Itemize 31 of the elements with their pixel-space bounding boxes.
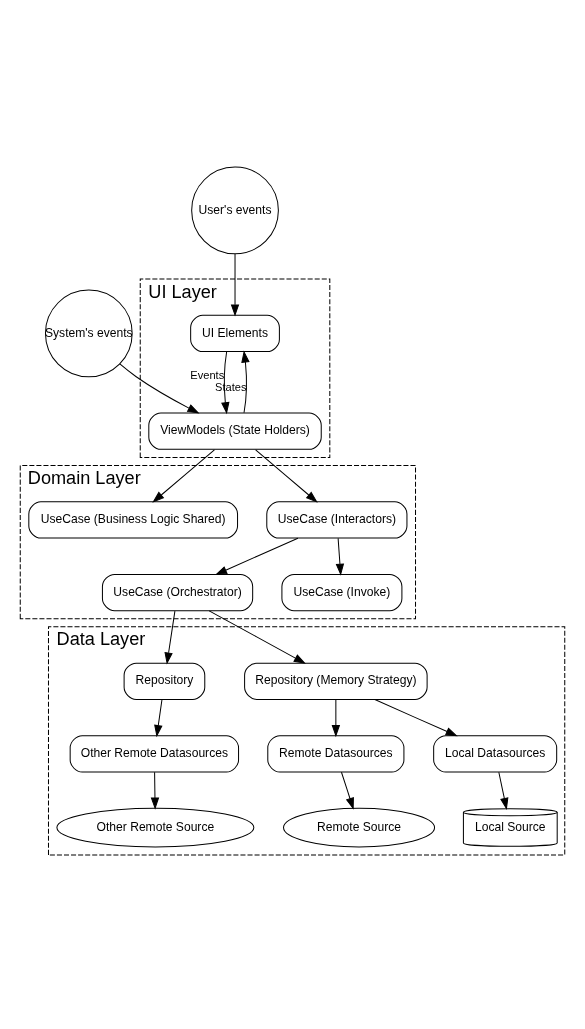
edge-label: Events (190, 368, 225, 381)
arrow (331, 698, 341, 737)
arrow (498, 771, 509, 810)
node-circle: User's events (191, 166, 279, 254)
node-box: UseCase (Interactors) (266, 500, 408, 539)
arrow (119, 362, 200, 414)
arrow (374, 698, 458, 736)
node-box: Local Datasources (433, 734, 558, 773)
arrow (241, 349, 250, 413)
node-box: ViewModels (State Holders) (148, 412, 322, 450)
node-box: Repository (123, 662, 206, 700)
arrow (150, 771, 160, 810)
node-box: UseCase (Invoke) (281, 573, 403, 611)
node-box: UseCase (Business Logic Shared) (28, 500, 239, 539)
arrow (340, 771, 354, 810)
node-box: Other Remote Datasources (69, 734, 240, 773)
arrow (221, 350, 230, 414)
arrow (154, 698, 163, 737)
node-box: UI Elements (190, 314, 280, 352)
arrow (164, 610, 176, 665)
arrow (255, 448, 318, 503)
node-ellipse: Other Remote Source (56, 807, 255, 847)
node-circle: System's events (44, 289, 133, 377)
arrow (230, 253, 240, 316)
node-ellipse: Remote Source (283, 807, 436, 847)
arrow (215, 537, 299, 575)
node-box: UseCase (Orchestrator) (101, 573, 254, 611)
node-box: Remote Datasources (267, 734, 405, 773)
arrow (208, 609, 306, 664)
node-box: Repository (Memory Strategy) (244, 662, 428, 700)
arrow (335, 537, 345, 576)
